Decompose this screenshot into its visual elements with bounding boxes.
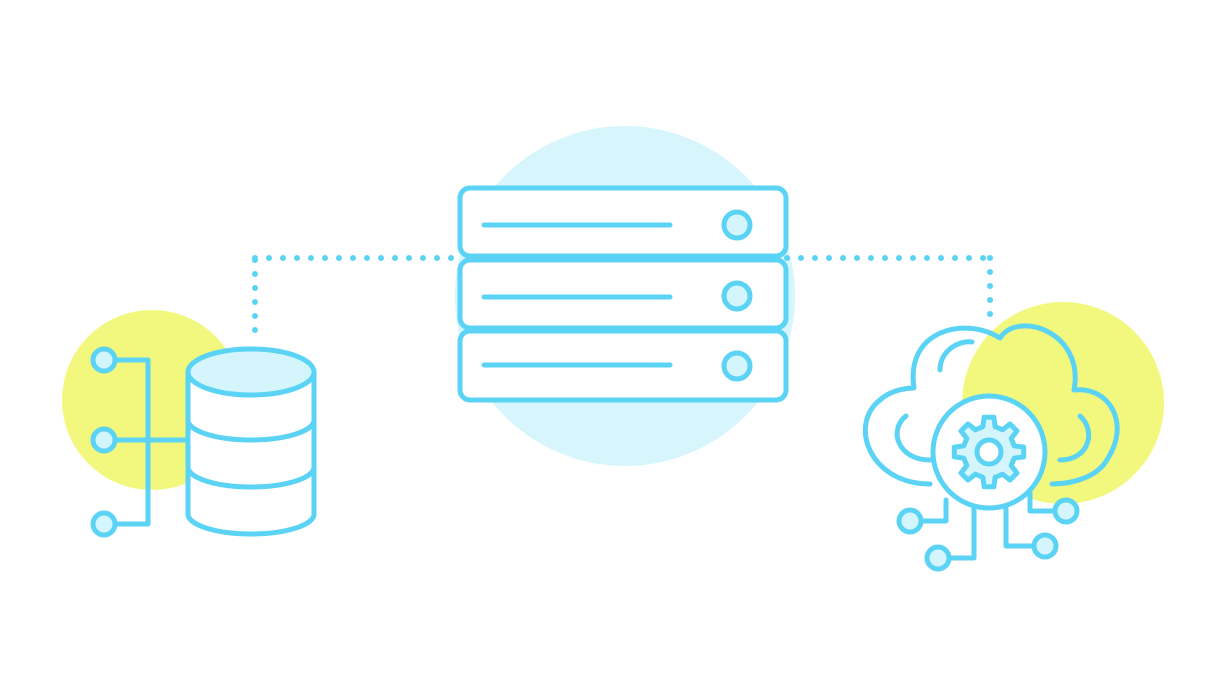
server-unit-2: [457, 257, 789, 331]
circuit-node-4: [1052, 497, 1080, 525]
database-node-bottom: [90, 510, 118, 538]
cloud-gear-icon: [862, 323, 1120, 572]
circuit-node-2: [924, 544, 952, 572]
cloud-circuit-lines: [919, 489, 1057, 561]
cloud-inner-top-arc: [937, 339, 975, 373]
cloud-outline: [862, 323, 1120, 487]
server-unit-3: [457, 328, 789, 403]
database-icon: [90, 346, 317, 538]
cloud-inner-left-arc: [894, 413, 933, 463]
server-unit-1: [457, 185, 789, 259]
server-rack-icon: [457, 185, 789, 403]
cloud-inner-right-arc: [1057, 413, 1092, 463]
connector-server-cloud: [784, 255, 993, 321]
gear-icon: [951, 414, 1027, 490]
circuit-node-1: [896, 507, 924, 535]
database-node-top: [90, 346, 118, 374]
database-branch-lines: [114, 357, 191, 527]
database-cylinder: [185, 346, 317, 537]
connector-database-server: [252, 255, 461, 333]
database-node-middle: [90, 426, 118, 454]
circuit-node-3: [1031, 532, 1059, 560]
